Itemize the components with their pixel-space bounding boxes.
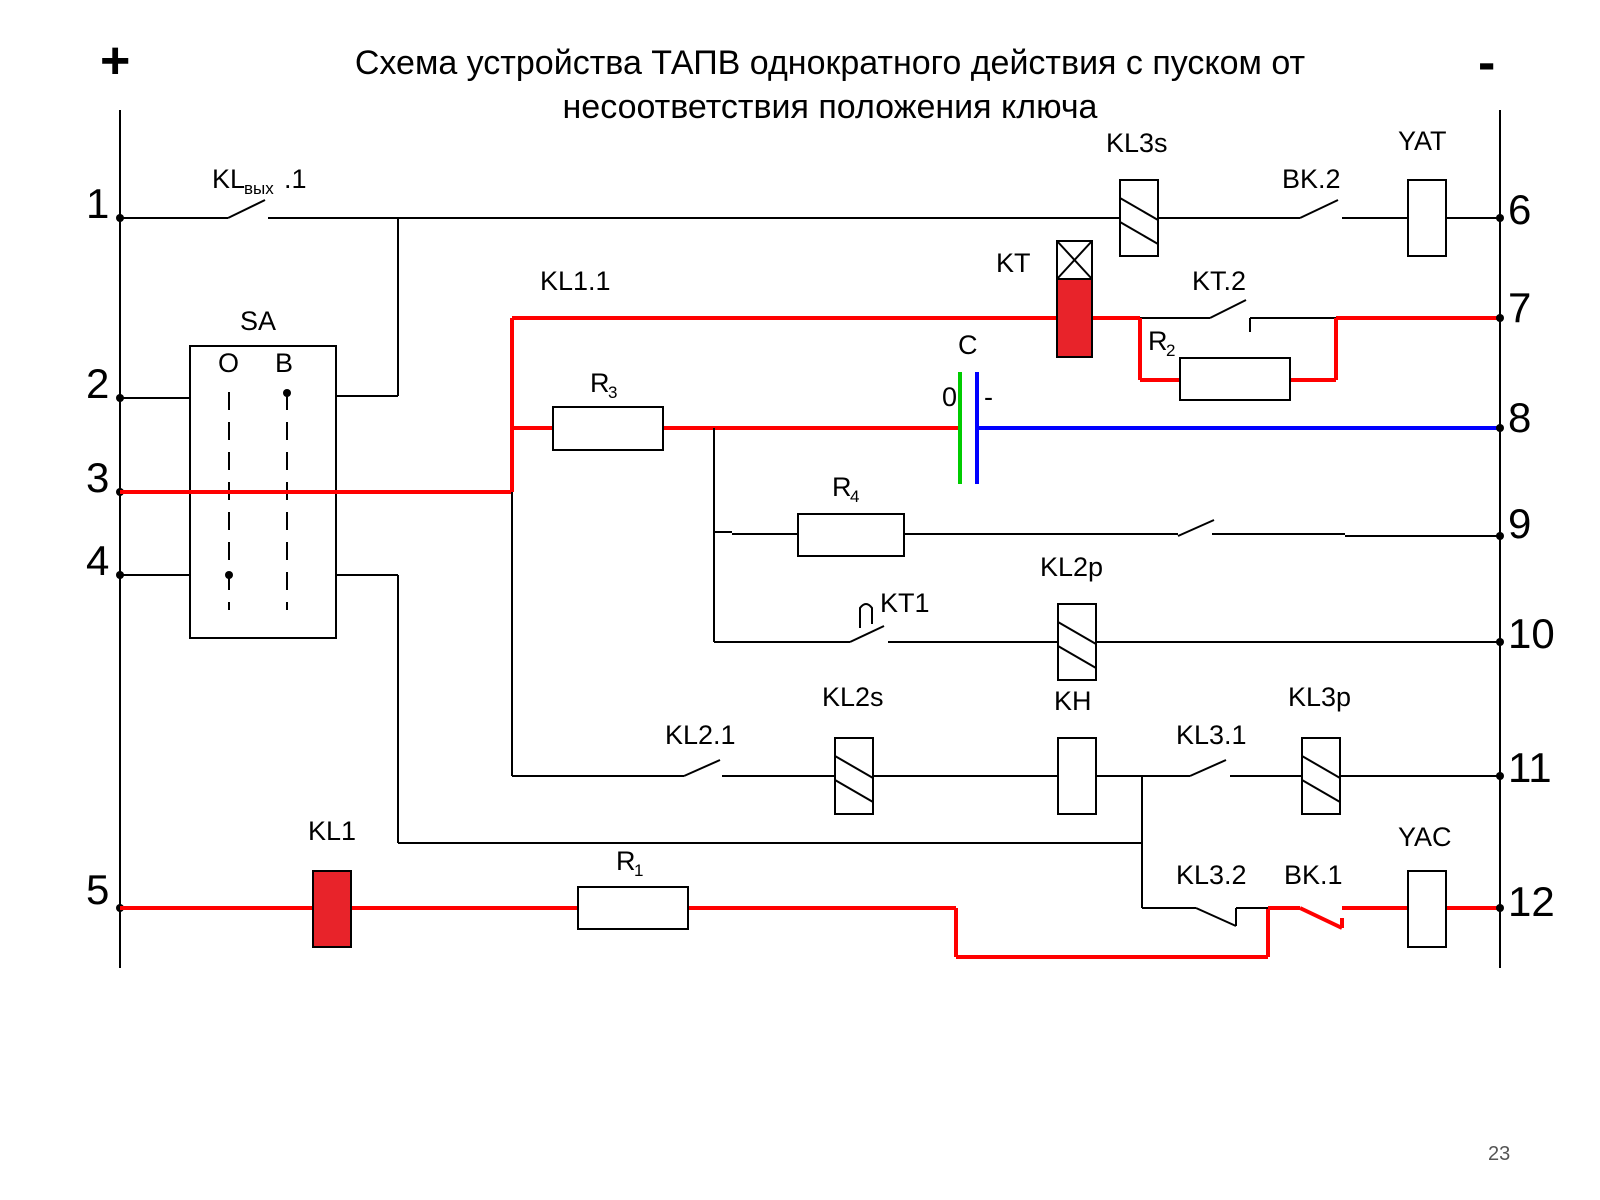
kl11-label: KL1.1: [540, 266, 611, 296]
row-number-9: 9: [1508, 500, 1531, 547]
diagram-title-line1: Схема устройства ТАПВ однократного дейст…: [355, 44, 1305, 82]
sa-switch: SA O B: [189, 306, 337, 639]
row-2-circuit: [116, 394, 398, 402]
kl21-label: KL2.1: [665, 720, 736, 750]
kt2-label: KT.2: [1192, 266, 1246, 296]
row-number-12: 12: [1508, 878, 1555, 925]
r1-resistor: R 1: [577, 846, 689, 930]
vk2-label: BK.2: [1282, 164, 1341, 194]
sa-label: SA: [240, 306, 276, 336]
row-number-5: 5: [86, 866, 109, 913]
yat-coil: YAT: [1398, 126, 1447, 257]
kl32-label: KL3.2: [1176, 860, 1247, 890]
kl3s-coil: KL3s: [1106, 128, 1168, 257]
capacitor-label: C: [958, 330, 978, 360]
kl3p-coil: KL3p: [1288, 682, 1351, 815]
plus-polarity-label: +: [100, 32, 130, 90]
row-number-2: 2: [86, 360, 109, 407]
kl2p-coil: KL2p: [1040, 552, 1103, 681]
r1-sub-label: 1: [634, 861, 643, 880]
row-number-1: 1: [86, 180, 109, 227]
capacitor-minus-label: -: [984, 382, 993, 412]
kl2s-coil: KL2s: [822, 682, 884, 815]
row-number-6: 6: [1508, 186, 1531, 233]
kl2s-label: KL2s: [822, 682, 884, 712]
row-10-circuit: [714, 625, 1504, 646]
kl-out-1-contact: KL вых .1: [212, 164, 307, 198]
diagram-title-line2: несоответствия положения ключа: [563, 88, 1098, 126]
row-number-7: 7: [1508, 284, 1531, 331]
yat-label: YAT: [1398, 126, 1447, 156]
yac-label: YAC: [1398, 822, 1452, 852]
row-number-4: 4: [86, 537, 109, 584]
yac-coil: YAC: [1398, 822, 1452, 948]
row-number-8: 8: [1508, 394, 1531, 441]
row-number-11: 11: [1508, 744, 1552, 791]
r2-label: R: [1148, 326, 1168, 356]
kh-label: KH: [1054, 686, 1092, 716]
r3-sub-label: 3: [608, 383, 617, 402]
r4-sub-label: 4: [850, 487, 859, 506]
kl1-label: KL1: [308, 816, 356, 846]
row-number-3: 3: [86, 454, 109, 501]
kl31-label: KL3.1: [1176, 720, 1247, 750]
row-3-circuit: [116, 316, 1140, 776]
r3-resistor: R 3: [552, 368, 664, 451]
row-number-10: 10: [1508, 610, 1555, 657]
kt1-contact: KT1: [859, 588, 930, 628]
row-9-circuit: R 4: [714, 472, 1504, 557]
r4-label: R: [832, 472, 852, 502]
kt2-r2-branch: KT.2 R 2: [1138, 266, 1504, 401]
kh-relay: KH: [1054, 686, 1097, 815]
kl-out-1-sub-label: вых: [244, 179, 274, 198]
kt-label: KT: [996, 248, 1031, 278]
kl3p-label: KL3p: [1288, 682, 1351, 712]
sa-o-label: O: [218, 348, 239, 378]
row-11-circuit: KL2.1 KL3.1: [512, 720, 1504, 908]
capacitor-zero-label: 0: [942, 382, 957, 412]
vk1-label: BK.1: [1284, 860, 1343, 890]
r1-label: R: [616, 846, 636, 876]
kl3s-label: KL3s: [1106, 128, 1168, 158]
row-5-circuit: [116, 904, 1504, 959]
row-1-circuit: [116, 199, 1504, 396]
sa-b-label: B: [275, 348, 293, 378]
row-4-circuit: [116, 571, 1142, 844]
capacitor-c: C 0 -: [942, 330, 1504, 484]
minus-polarity-label: -: [1478, 34, 1495, 92]
kl2p-label: KL2p: [1040, 552, 1103, 582]
page-number: 23: [1488, 1143, 1510, 1165]
kl-out-1-label: KL: [212, 164, 245, 194]
kl-out-1-suffix-label: .1: [284, 164, 307, 194]
r2-sub-label: 2: [1166, 341, 1175, 360]
kt1-label: KT1: [880, 588, 930, 618]
r3-label: R: [590, 368, 610, 398]
kl1-coil: KL1: [308, 816, 356, 948]
kt-coil: KT: [996, 240, 1093, 358]
